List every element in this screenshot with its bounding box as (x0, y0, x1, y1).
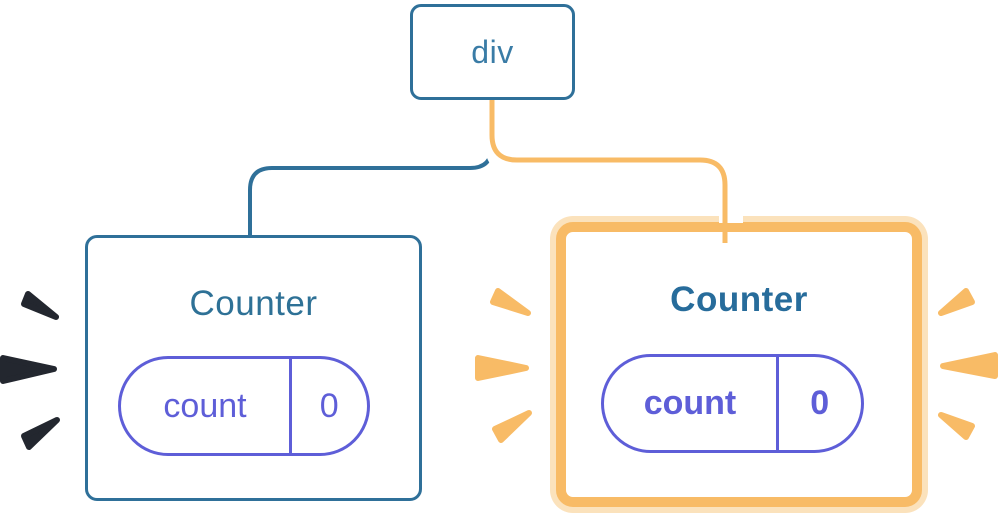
state-value: 0 (319, 386, 339, 425)
pill-divider (776, 357, 779, 450)
burst-mark-dark (0, 355, 57, 384)
edge-div-to-left-counter (248, 100, 494, 238)
burst-mark-dark (21, 417, 60, 450)
state-key: count (163, 386, 247, 425)
edge-div-to-right-counter-casing (484, 100, 743, 223)
burst-mark-orange (475, 355, 529, 381)
state-value: 0 (810, 384, 830, 422)
counter-right-title: Counter (670, 280, 808, 319)
burst-mark-orange (940, 352, 998, 379)
burst-mark-orange (492, 410, 532, 443)
node-counter-left: Counter count 0 (85, 235, 422, 501)
node-div-label: div (471, 33, 514, 70)
burst-mark-orange (938, 288, 975, 316)
node-div: div (410, 4, 575, 100)
node-counter-right: Counter count 0 (556, 222, 922, 507)
counter-left-state-pill: count 0 (118, 356, 370, 456)
burst-mark-orange (938, 412, 975, 440)
burst-marks-left-counter (0, 291, 60, 450)
state-key: count (643, 384, 737, 422)
counter-left-title: Counter (189, 284, 318, 323)
burst-mark-orange (490, 288, 531, 316)
counter-right-state-pill: count 0 (601, 354, 864, 453)
burst-marks-right-counter-right (938, 288, 998, 440)
burst-marks-right-counter-left (475, 288, 532, 443)
burst-mark-dark (21, 291, 59, 320)
pill-divider (289, 359, 292, 453)
